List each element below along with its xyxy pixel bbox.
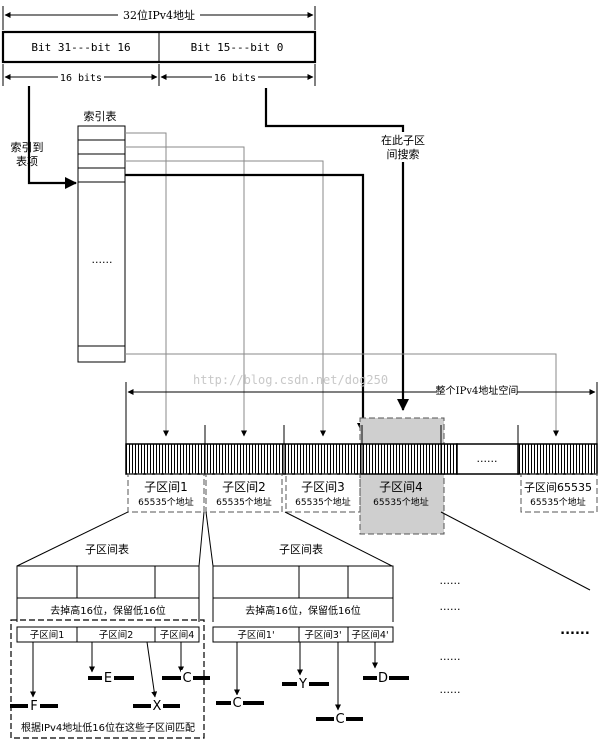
left-cell-1: 子区间1 [30, 629, 65, 641]
svg-text:65535个地址: 65535个地址 [138, 496, 194, 508]
index-entry-pointers [125, 132, 559, 437]
right-table-note: 去掉高16位，保留低16位 [245, 604, 360, 617]
address-width-label: 32位IPv4地址 [123, 8, 195, 22]
more-dots-3: ...... [560, 623, 590, 638]
left-table-footer: 根据IPv4地址低16位在这些子区间匹配 [21, 721, 195, 734]
left-cell-2: 子区间2 [99, 629, 134, 641]
subinterval-4: 子区间4 65535个地址 [373, 480, 429, 508]
route-c-left: C [182, 671, 191, 686]
subinterval-2: 子区间2 65535个地址 [216, 480, 272, 508]
subinterval-65535: 子区间65535 65535个地址 [524, 481, 592, 508]
index-table-ellipsis: ...... [92, 253, 113, 266]
route-c-right-2: C [335, 712, 344, 727]
svg-text:子区间3: 子区间3 [301, 480, 345, 494]
low-len-label: 16 bits [214, 73, 256, 84]
svg-text:子区间4: 子区间4 [379, 480, 423, 494]
more-dots-1: ...... [440, 574, 461, 587]
address-space-dimension: 整个IPv4地址空间 [125, 382, 598, 444]
svg-text:65535个地址: 65535个地址 [216, 496, 272, 508]
route-x: X [153, 699, 162, 714]
subinterval-3: 子区间3 65535个地址 [295, 480, 351, 508]
low-bits-label: Bit 15---bit 0 [191, 41, 284, 54]
more-dots-4: ...... [440, 650, 461, 663]
more-tables-ellipsis: ...... ...... ...... ...... ...... [440, 574, 590, 696]
route-e: E [104, 671, 112, 686]
search-arrow [264, 88, 409, 411]
search-label-2: 间搜索 [387, 147, 420, 161]
selected-subinterval-highlight [359, 417, 445, 535]
svg-text:65535个地址: 65535个地址 [530, 496, 586, 508]
right-cell-2: 子区间3' [304, 629, 341, 641]
high-bits-label: Bit 31---bit 16 [31, 41, 130, 54]
address-space-label: 整个IPv4地址空间 [436, 384, 519, 397]
address-bits-box: Bit 31---bit 16 Bit 15---bit 0 [1, 30, 317, 64]
svg-text:子区间2: 子区间2 [222, 480, 266, 494]
route-d: D [378, 671, 388, 686]
address-space-strip: ...... [125, 425, 598, 475]
subinterval-1: 子区间1 65535个地址 [138, 480, 194, 508]
bit-length-dimensions: 16 bits 16 bits [2, 64, 316, 86]
left-table-title: 子区间表 [85, 542, 129, 556]
address-space-ellipsis: ...... [477, 452, 498, 465]
svg-text:子区间1: 子区间1 [144, 480, 188, 494]
right-cell-3: 子区间4' [351, 629, 388, 641]
route-f: F [30, 699, 37, 714]
index-lookup-label-1: 索引到 [11, 140, 44, 154]
right-subinterval-table: 子区间表 去掉高16位，保留低16位 子区间1' 子区间3' 子区间4' C Y… [212, 542, 409, 727]
left-cell-3: 子区间4 [160, 629, 195, 641]
watermark: http://blog.csdn.net/dog250 [193, 373, 388, 387]
route-y: Y [298, 677, 307, 692]
more-dots-2: ...... [440, 600, 461, 613]
expansion-lines [16, 511, 591, 591]
right-cell-1: 子区间1' [237, 629, 274, 641]
right-table-title: 子区间表 [279, 542, 323, 556]
index-lookup-arrow [27, 86, 77, 189]
index-table: ...... [77, 125, 126, 363]
address-width-dimension: 32位IPv4地址 [2, 6, 316, 30]
svg-text:65535个地址: 65535个地址 [295, 496, 351, 508]
index-table-title: 索引表 [84, 109, 117, 123]
high-len-label: 16 bits [60, 73, 102, 84]
more-dots-5: ...... [440, 683, 461, 696]
subinterval-labels: 子区间1 65535个地址 子区间2 65535个地址 子区间3 65535个地… [127, 473, 598, 513]
left-table-note: 去掉高16位，保留低16位 [50, 604, 165, 617]
svg-text:65535个地址: 65535个地址 [373, 496, 429, 508]
search-label-1: 在此子区 [381, 134, 425, 147]
left-subinterval-table: 子区间表 去掉高16位，保留低16位 子区间1 子区间2 子区间4 F E X … [10, 542, 210, 739]
svg-text:子区间65535: 子区间65535 [524, 481, 592, 494]
route-c-right-1: C [232, 696, 241, 711]
index-lookup-label-2: 表项 [16, 154, 38, 168]
